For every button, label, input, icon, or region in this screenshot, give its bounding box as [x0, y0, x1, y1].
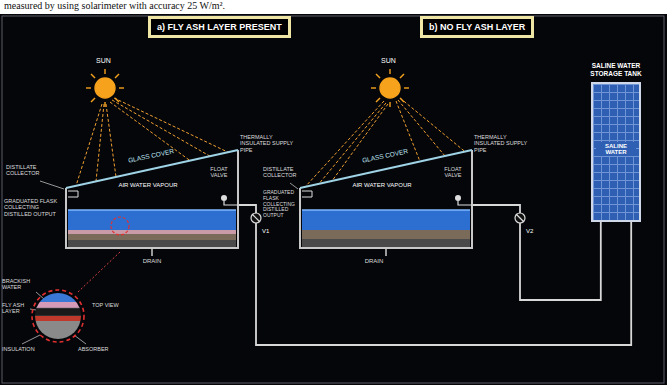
valve-id: V1 [262, 228, 269, 235]
detail-circle [32, 290, 84, 342]
panel-title: b) NO FLY ASH LAYER [429, 22, 525, 32]
caption-fragment: measured by using solarimeter with accur… [4, 0, 225, 12]
sun-rays [76, 98, 228, 186]
tank-heading: SALINE WATER STORAGE TANK [578, 62, 654, 78]
layer-label: BRACKISH WATER [2, 278, 38, 291]
part-label: GRADUATED FLASK COLLECTING DISTILLED OUT… [263, 190, 299, 219]
vapour-label: AIR WATER VAPOUR [340, 182, 424, 188]
sun-rays [305, 98, 465, 187]
part-label: THERMALLY INSULATED SUPPLY PIPE [474, 134, 530, 153]
layer-section [30, 290, 90, 343]
title-box: b) NO FLY ASH LAYER [420, 16, 534, 38]
panel-title: a) FLY ASH LAYER PRESENT [157, 22, 282, 32]
storage-tank: SALINE WATER STORAGE TANK SALINE WATER [578, 62, 654, 222]
sun-label: SUN [381, 57, 396, 65]
sun-label: SUN [96, 57, 111, 65]
part-label: DISTILLATE COLLECTOR [263, 166, 298, 179]
layer-label: FLY ASH LAYER [2, 302, 32, 315]
layer-label: ABSORBER [78, 346, 118, 352]
view-label: TOP VIEW [92, 302, 126, 308]
part-label: FLOAT VALVE [202, 166, 236, 179]
vapour-label: AIR WATER VAPOUR [106, 182, 190, 188]
supply-pipe [238, 205, 631, 345]
valve-id: V2 [526, 228, 533, 235]
part-label: DRAIN [362, 258, 386, 265]
tank-content: SALINE WATER [596, 142, 636, 156]
page-strip [0, 0, 667, 14]
part-label: GLASS COVER [356, 146, 414, 165]
frame [2, 16, 664, 383]
part-label: THERMALLY INSULATED SUPPLY PIPE [240, 134, 296, 153]
part-label: GRADUATED FLASK COLLECTING DISTILLED OUT… [4, 198, 62, 217]
sun-symbol [86, 69, 124, 107]
part-label: DRAIN [140, 258, 164, 265]
layer-label: INSULATION [2, 346, 52, 352]
sun-symbol [371, 69, 409, 107]
detail-pointer [78, 252, 120, 292]
tank-body: SALINE WATER [591, 82, 641, 222]
supply-pipe [472, 205, 601, 300]
title-box: a) FLY ASH LAYER PRESENT [148, 16, 291, 38]
part-label: DISTILLATE COLLECTOR [6, 164, 62, 177]
part-label: GLASS COVER [122, 146, 180, 165]
part-label: FLOAT VALVE [436, 166, 470, 179]
